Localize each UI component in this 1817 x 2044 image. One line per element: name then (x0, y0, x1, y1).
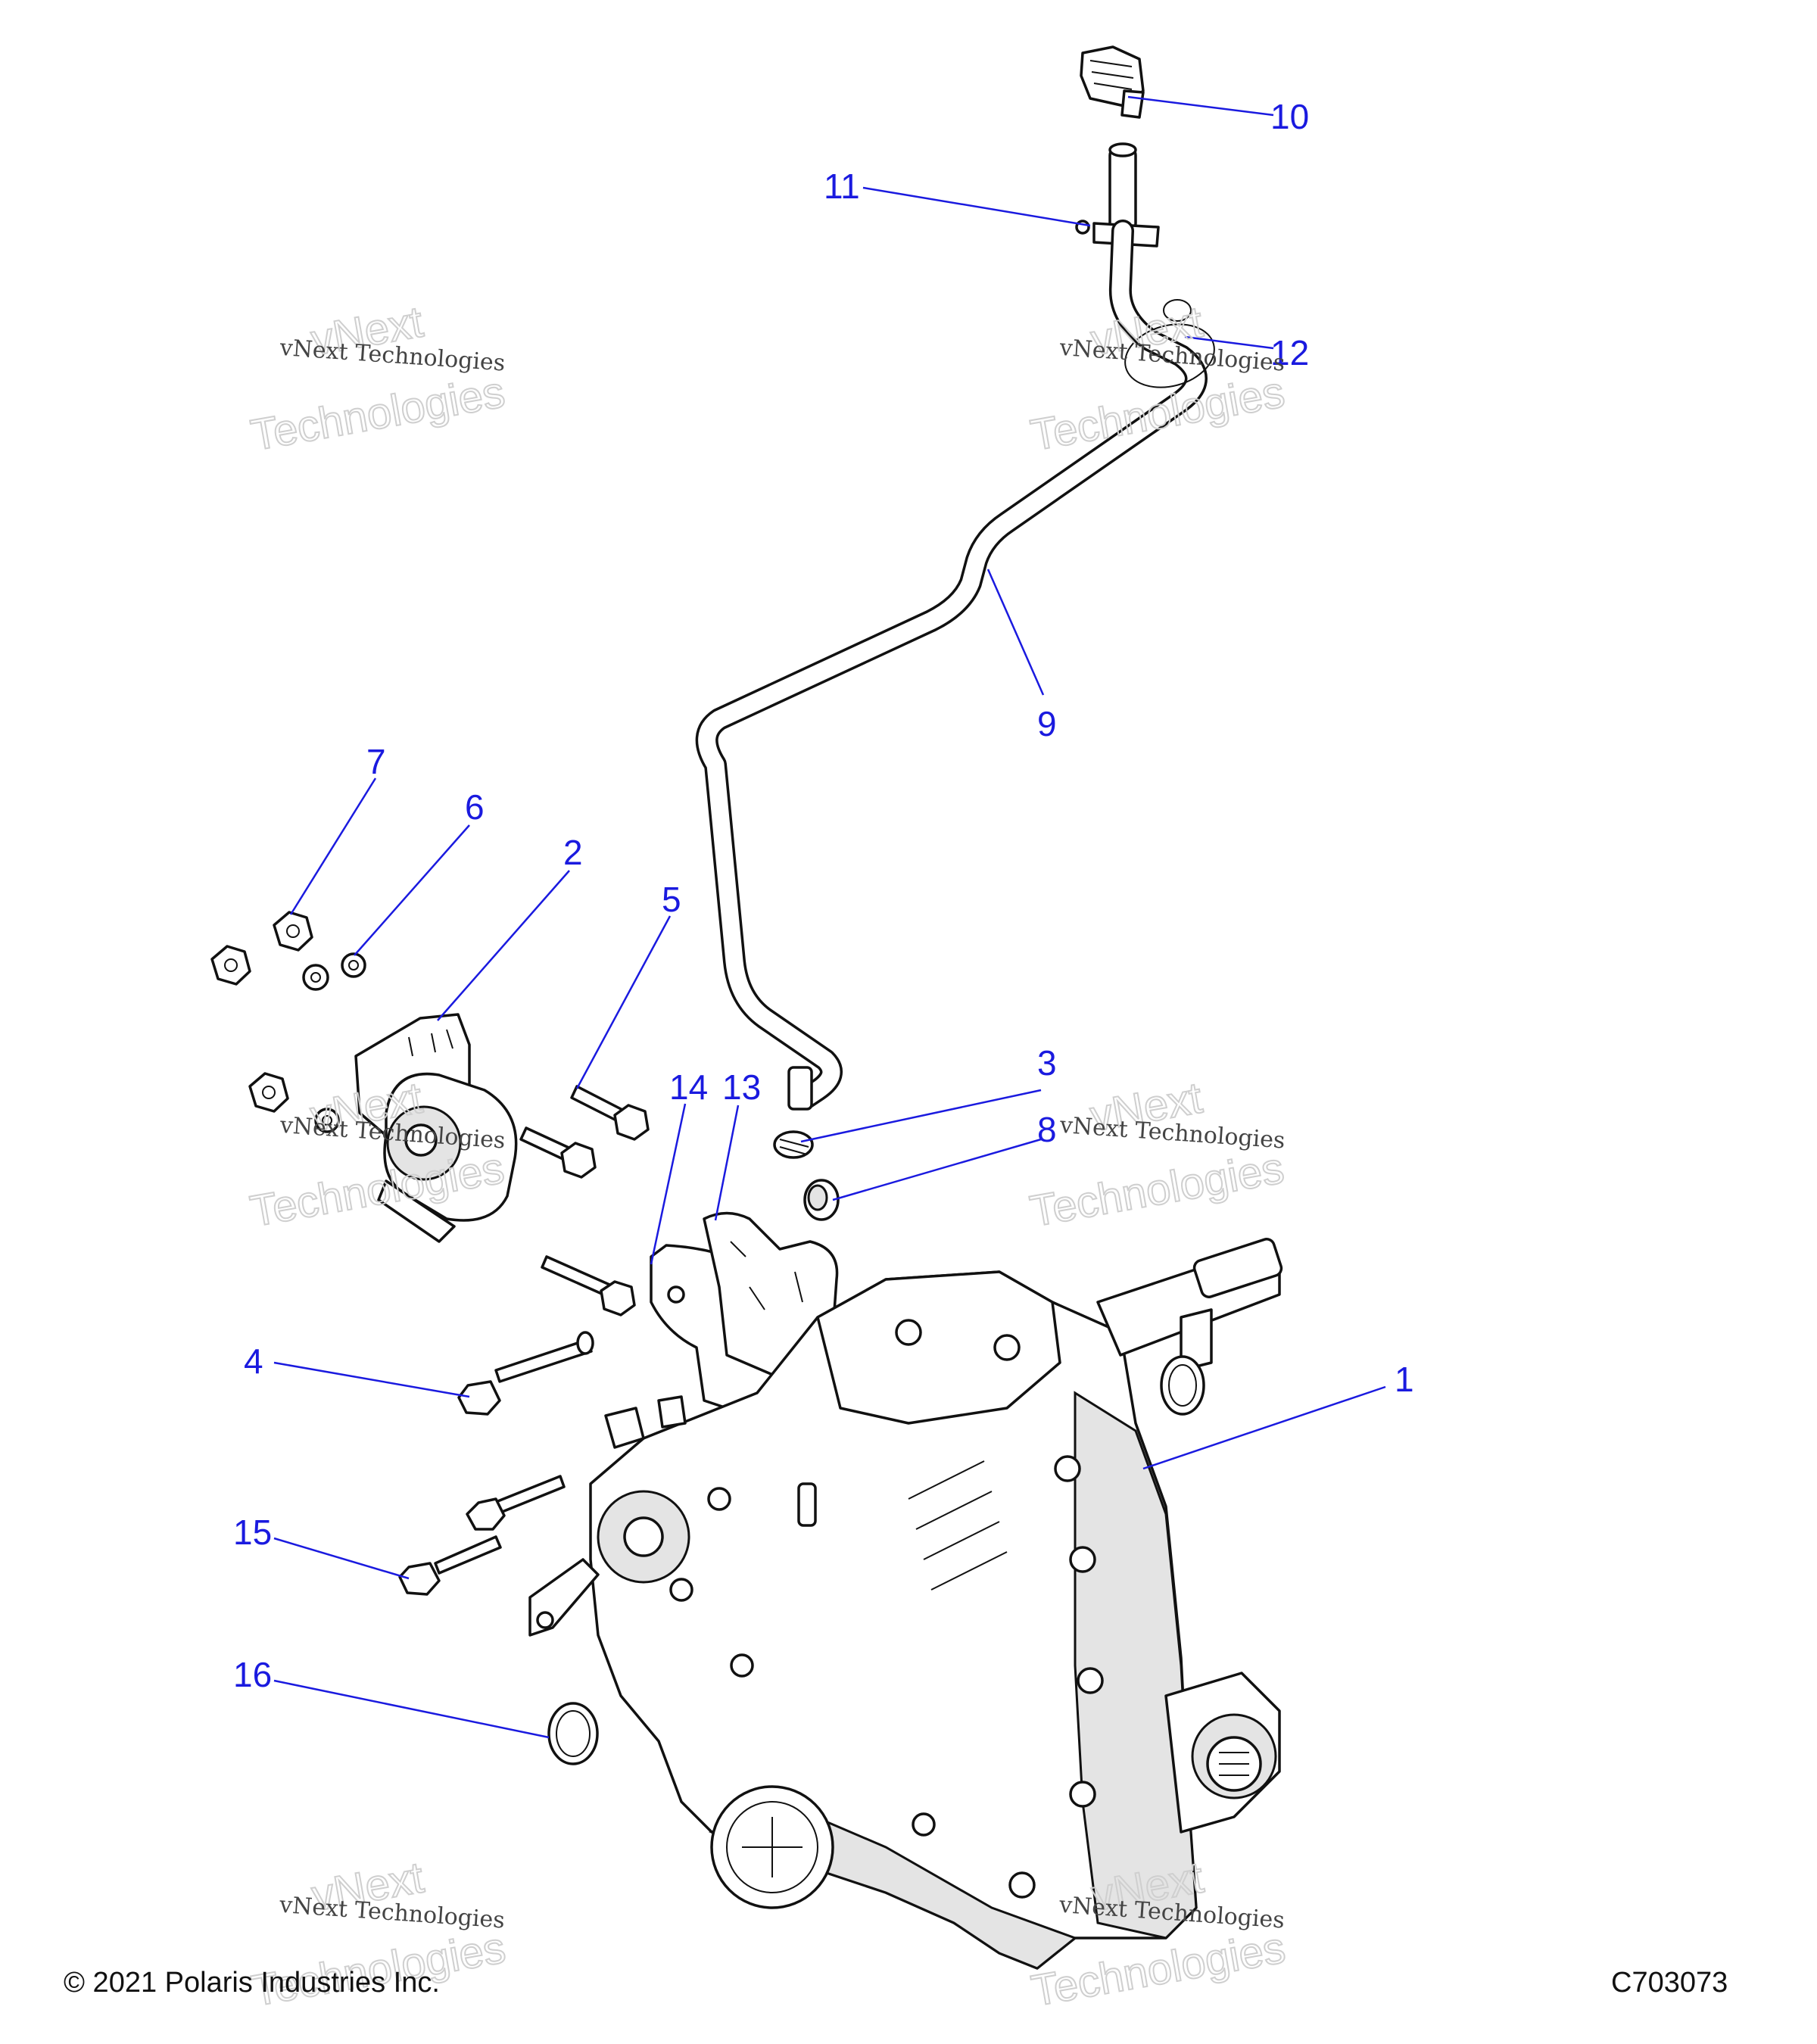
svg-text:Technologies: Technologies (247, 1143, 508, 1236)
leader-lines (273, 95, 1386, 1739)
callout-15: 15 (233, 1513, 272, 1552)
part-1-transmission (528, 1238, 1283, 1970)
callout-13: 13 (722, 1067, 761, 1107)
callout-7: 7 (366, 742, 386, 781)
leader-2 (437, 870, 570, 1021)
svg-text:Technologies: Technologies (248, 367, 509, 460)
part-10-connector (1080, 45, 1145, 119)
leader-10 (1127, 95, 1274, 117)
leader-1 (1142, 1385, 1386, 1470)
part-6-washers (302, 952, 366, 1133)
leader-8 (832, 1138, 1042, 1201)
callout-labels: 10 11 12 9 7 6 2 5 3 8 14 13 4 1 15 16 (233, 97, 1414, 1694)
callout-4: 4 (244, 1341, 263, 1381)
callout-14: 14 (669, 1067, 708, 1107)
part-8-grommet (803, 1179, 840, 1221)
part-3-clamp (773, 1130, 814, 1159)
leader-11 (862, 186, 1091, 227)
part-4-bolts (457, 1255, 636, 1416)
part-7-nuts (210, 911, 313, 1113)
leader-16 (273, 1679, 550, 1739)
callout-16: 16 (233, 1655, 272, 1694)
callout-2: 2 (563, 833, 583, 872)
leader-6 (354, 824, 470, 956)
leader-9 (986, 569, 1045, 696)
part-12-clamp (1124, 299, 1215, 388)
leader-5 (575, 915, 672, 1089)
part-15-bolts (398, 1475, 566, 1596)
callout-8: 8 (1037, 1110, 1057, 1149)
leader-4 (273, 1361, 470, 1398)
leader-12 (1184, 335, 1274, 350)
callout-9: 9 (1037, 704, 1057, 743)
copyright-text: © 2021 Polaris Industries Inc. (64, 1967, 440, 1999)
callout-10: 10 (1270, 97, 1309, 136)
part-9-vent-tube (695, 220, 1208, 1111)
callout-3: 3 (1037, 1043, 1057, 1083)
callout-5: 5 (662, 880, 681, 919)
callout-11: 11 (824, 167, 860, 206)
callout-1: 1 (1395, 1360, 1414, 1399)
leader-14 (650, 1103, 687, 1265)
leader-3 (800, 1089, 1042, 1143)
leader-13 (714, 1105, 740, 1221)
leader-7 (289, 777, 377, 915)
callout-12: 12 (1270, 333, 1309, 372)
svg-text:Technologies: Technologies (1027, 367, 1289, 460)
part-16-o-ring (547, 1702, 599, 1765)
drawing-number: C703073 (1611, 1967, 1728, 1999)
svg-text:Technologies: Technologies (1027, 1143, 1288, 1236)
leader-15 (273, 1537, 410, 1580)
part-2-mount-bracket (354, 1013, 518, 1243)
part-5-bolts (519, 1085, 650, 1179)
callout-6: 6 (465, 787, 485, 827)
